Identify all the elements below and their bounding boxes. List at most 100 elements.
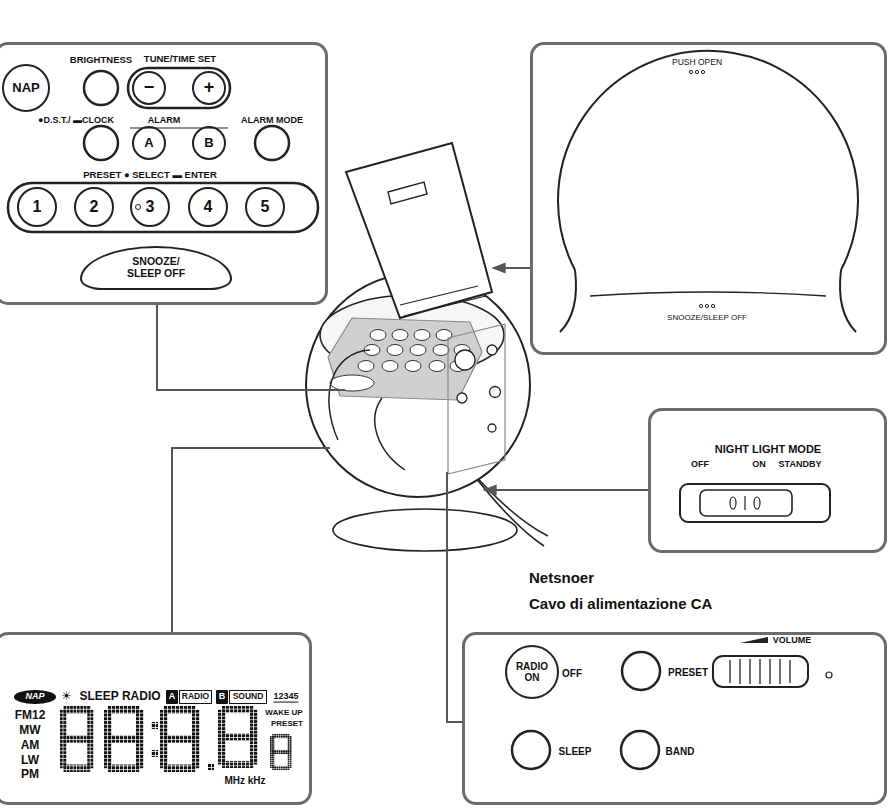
panel-label: ALARM [148,116,181,126]
leader-line [157,305,345,390]
panel-label: SLEEP [559,746,592,757]
panel-label: PRESET [668,667,708,678]
control-button [826,672,832,678]
sphere-recess [329,350,405,470]
button-label: SOUND [233,692,264,701]
radio-on-button: RADIO ON [505,645,559,699]
button-label: B [204,136,213,150]
panel-label: ☀ [61,690,72,703]
lcd-indicator: SOUND [229,690,267,704]
lcd-indicator: RADIO [179,690,212,704]
panel-label: ●D.S.T./ ▬CLOCK [38,116,114,126]
panel-label: ON [752,460,766,470]
preset-button: 2 [74,187,114,227]
panel-label: PRESET ● SELECT ▬ ENTER [83,170,216,180]
radio-base [333,509,517,551]
panel-label: BAND [666,746,695,757]
keypad [405,361,421,372]
radio-lid [400,286,486,316]
panel-label: PRESET [271,720,303,729]
night-light-switch [680,484,830,522]
night-light-switch [680,484,830,522]
panel-label: WAKE UP [265,709,302,718]
night-light-switch [744,496,745,510]
nap-button: NAP [2,64,50,112]
leader-line [447,472,462,722]
button-label: 3 [146,198,155,216]
control-button [621,731,659,769]
panel-label: TUNE/TIME SET [144,54,216,64]
panel-button [128,68,230,108]
button-label: SNOOZE/ SLEEP OFF [114,256,198,279]
lcd-digits [151,722,158,729]
panel-label: PM [21,768,39,781]
alarm-button: B [192,126,226,160]
preset-button: 4 [188,187,228,227]
side-controls [448,324,505,474]
button-panel: BRIGHTNESS TUNE/TIME SET ●D.S.T./ ▬CLOCK AL… [0,42,328,305]
lid-outline [558,51,858,270]
tune-button: − [132,71,166,105]
panel-label: AM [21,739,40,752]
alarm-button: A [132,126,166,160]
button-label: 1 [33,198,42,216]
panel-label: MHz kHz [224,775,265,786]
button-label: NAP [25,692,44,702]
keypad [328,318,482,400]
keypad [382,361,398,372]
panel-button [8,68,318,232]
leader-line [484,489,648,491]
panel-button [255,126,289,160]
panel-label: MW [19,724,40,737]
panel-label: BRIGHTNESS [70,55,132,65]
preset-button: 1 [17,187,57,227]
lcd-digits [270,734,292,770]
side-controls [487,345,497,355]
button-label: A [144,136,153,150]
lcd-digits [151,750,158,757]
panel-label: 12345 [273,692,298,703]
sphere-recess [329,350,405,470]
keypad [436,330,452,341]
keypad [328,318,482,400]
power-cord [470,470,548,546]
panel-label: FM12 [15,709,46,722]
preset-button: 3 [130,187,170,227]
night-light-switch [730,497,736,509]
button-label: − [144,78,155,98]
control-button [740,637,768,643]
leader-line [172,448,330,632]
night-light-panel: NIGHT LIGHT MODEOFFONSTANDBY [648,408,887,553]
lid-outline [560,270,576,332]
lcd-digits [218,706,258,768]
control-panel: OFF PRESET VOLUME SLEEP BAND RADIO ON [462,632,887,805]
button-label: 2 [90,198,99,216]
side-controls [448,324,505,474]
keypad [330,375,374,391]
radio-lid [346,143,492,318]
panel-label: PUSH OPEN [672,58,722,67]
lid-outline [689,70,692,73]
panel-label: VOLUME [773,636,812,646]
lid-outline [699,304,702,307]
lid-outline [590,292,826,296]
button-label: RADIO ON [510,661,554,683]
panel-label: OFF [562,668,582,679]
tune-button: + [192,71,226,105]
keypad [392,330,408,341]
radio-base [333,509,517,551]
button-label: 4 [204,198,213,216]
cord-label: Netsnoer [529,570,594,587]
night-light-switch [700,490,792,516]
control-button [713,656,808,687]
lid-outline [689,70,714,307]
keypad [429,361,445,372]
panel-button [8,183,318,232]
panel-button [84,126,118,160]
lid-outline [711,304,714,307]
lid-outline [701,70,704,73]
control-button [512,731,550,769]
control-button [730,659,790,684]
